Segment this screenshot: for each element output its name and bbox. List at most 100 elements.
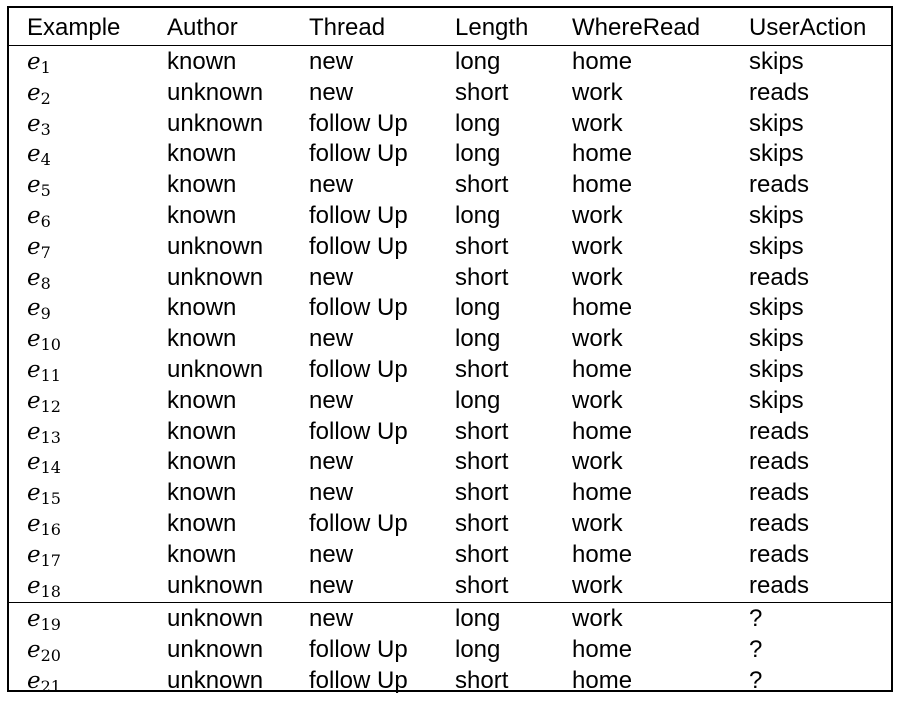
example-letter: e [27,449,41,476]
useraction-cell: reads [749,263,810,291]
thread-cell: new [309,325,354,353]
length-cell: long [455,325,501,353]
length-cell: short [455,510,509,537]
whereread-cell: work [572,510,623,537]
author-cell: known [167,325,237,353]
thread-cell: follow Up [309,635,408,663]
thread-cell: new [309,263,354,291]
example-letter: e [27,418,41,445]
example-id: e12 [27,386,61,417]
length-cell: long [455,386,501,414]
example-id: e10 [27,324,61,355]
length-cell: short [455,263,509,291]
useraction-cell: reads [749,510,810,537]
example-id: e3 [27,109,51,140]
thread-cell: follow Up [309,417,408,445]
length-cell: short [455,171,509,199]
example-letter: e [27,264,41,291]
length-cell: long [455,635,501,663]
whereread-cell: work [572,202,623,229]
thread-cell: follow Up [309,140,408,168]
example-id: e18 [27,571,61,602]
author-cell: known [167,140,237,168]
example-index: 12 [40,396,61,416]
length-cell: short [455,417,509,445]
length-cell: short [455,448,509,476]
author-cell: known [167,479,237,507]
header-whereread: WhereRead [572,14,701,41]
example-letter: e [27,480,41,507]
example-letter: e [27,49,41,75]
example-index: 3 [40,119,51,139]
length-cell: long [455,48,501,75]
example-letter: e [27,636,41,663]
author-cell: unknown [167,356,264,383]
whereread-cell: home [572,48,633,75]
useraction-cell: skips [749,202,804,229]
useraction-cell: ? [749,605,763,632]
whereread-cell: work [572,232,623,260]
useraction-cell: skips [749,356,804,383]
thread-cell: new [309,479,354,507]
useraction-cell: skips [749,232,804,260]
thread-cell: new [309,448,354,476]
example-index: 15 [40,489,61,509]
example-letter: e [27,110,41,137]
data-table: Example Author Thread Length WhereRead U… [7,6,893,694]
author-cell: unknown [167,109,264,137]
author-cell: unknown [167,605,264,632]
example-letter: e [27,511,41,537]
example-id: e1 [27,47,51,78]
header-thread: Thread [309,14,386,41]
thread-cell: new [309,540,354,568]
length-cell: short [455,232,509,260]
whereread-cell: home [572,140,633,168]
length-cell: short [455,78,509,106]
length-cell: long [455,605,501,632]
whereread-cell: work [572,263,623,291]
example-index: 8 [40,273,51,293]
author-cell: known [167,448,237,476]
example-letter: e [27,233,41,260]
thread-cell: follow Up [309,356,408,383]
example-letter: e [27,141,41,168]
example-letter: e [27,172,41,199]
example-letter: e [27,326,41,353]
thread-cell: follow Up [309,510,408,537]
author-cell: known [167,540,237,568]
example-index: 18 [40,581,61,601]
example-id: e7 [27,232,51,263]
length-cell: short [455,666,509,694]
example-id: e15 [27,478,61,509]
length-cell: short [455,571,509,599]
whereread-cell: work [572,386,623,414]
example-letter: e [27,606,41,632]
example-id: e9 [27,293,51,324]
example-index: 11 [40,366,61,385]
length-cell: short [455,479,509,507]
example-letter: e [27,295,41,322]
header-example: Example [27,14,121,41]
example-index: 20 [40,645,61,665]
useraction-cell: ? [749,666,763,694]
thread-cell: follow Up [309,666,408,694]
example-id: e6 [27,201,51,232]
thread-cell: follow Up [309,202,408,229]
author-cell: known [167,294,237,322]
useraction-cell: reads [749,448,810,476]
whereread-cell: home [572,356,633,383]
author-cell: known [167,417,237,445]
